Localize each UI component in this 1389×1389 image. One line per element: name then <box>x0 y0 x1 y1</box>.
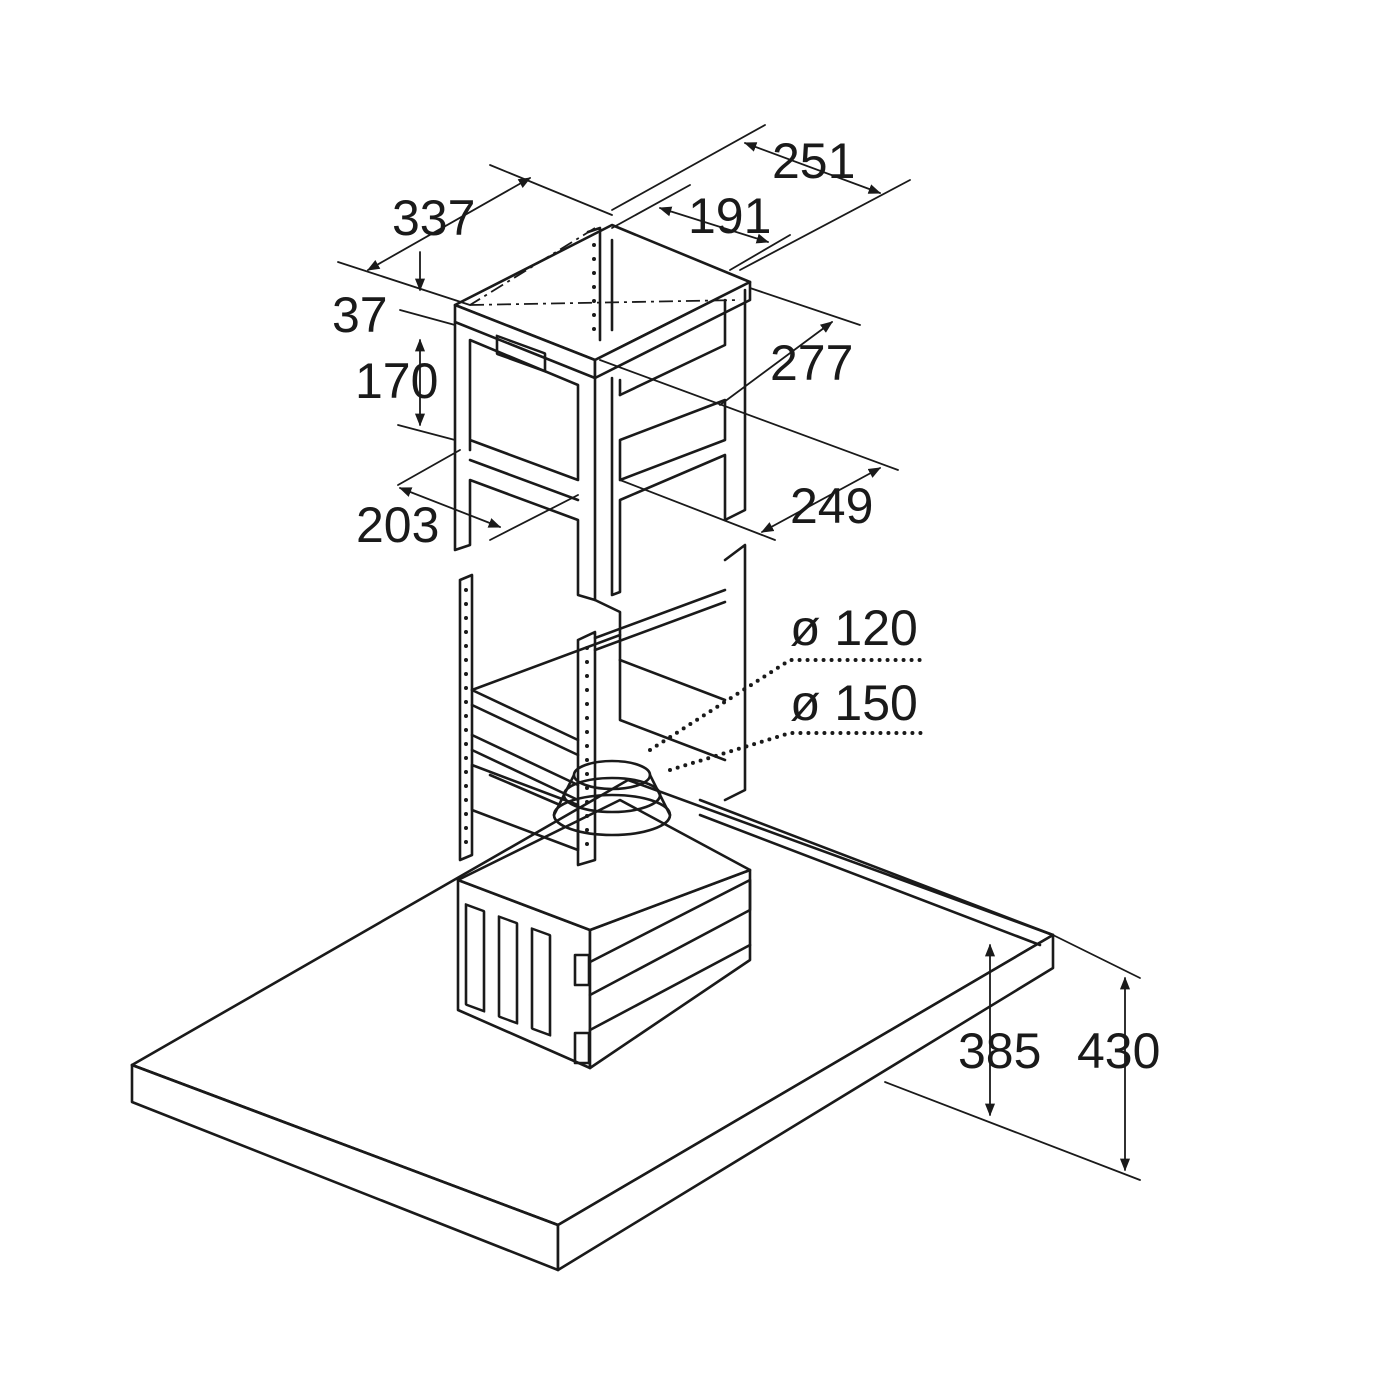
lower-duct-cover <box>456 798 1055 1070</box>
dimension-191: 191 <box>688 188 771 244</box>
dimension-203: 203 <box>356 497 439 553</box>
dimension-430: 430 <box>1077 1023 1160 1079</box>
lower-frame <box>458 543 747 867</box>
dimension-37: 37 <box>332 287 388 343</box>
dimension-diameter-120: ø 120 <box>790 600 918 656</box>
dimension-170: 170 <box>355 353 438 409</box>
dimension-277: 277 <box>770 335 853 391</box>
dimension-lines <box>337 124 1141 1181</box>
dimension-diameter-150: ø 150 <box>790 675 918 731</box>
dimension-385: 385 <box>958 1023 1041 1079</box>
dimension-251: 251 <box>772 133 855 189</box>
upper-frame <box>453 223 752 602</box>
dimension-249: 249 <box>790 478 873 534</box>
dimension-337: 337 <box>392 190 475 246</box>
